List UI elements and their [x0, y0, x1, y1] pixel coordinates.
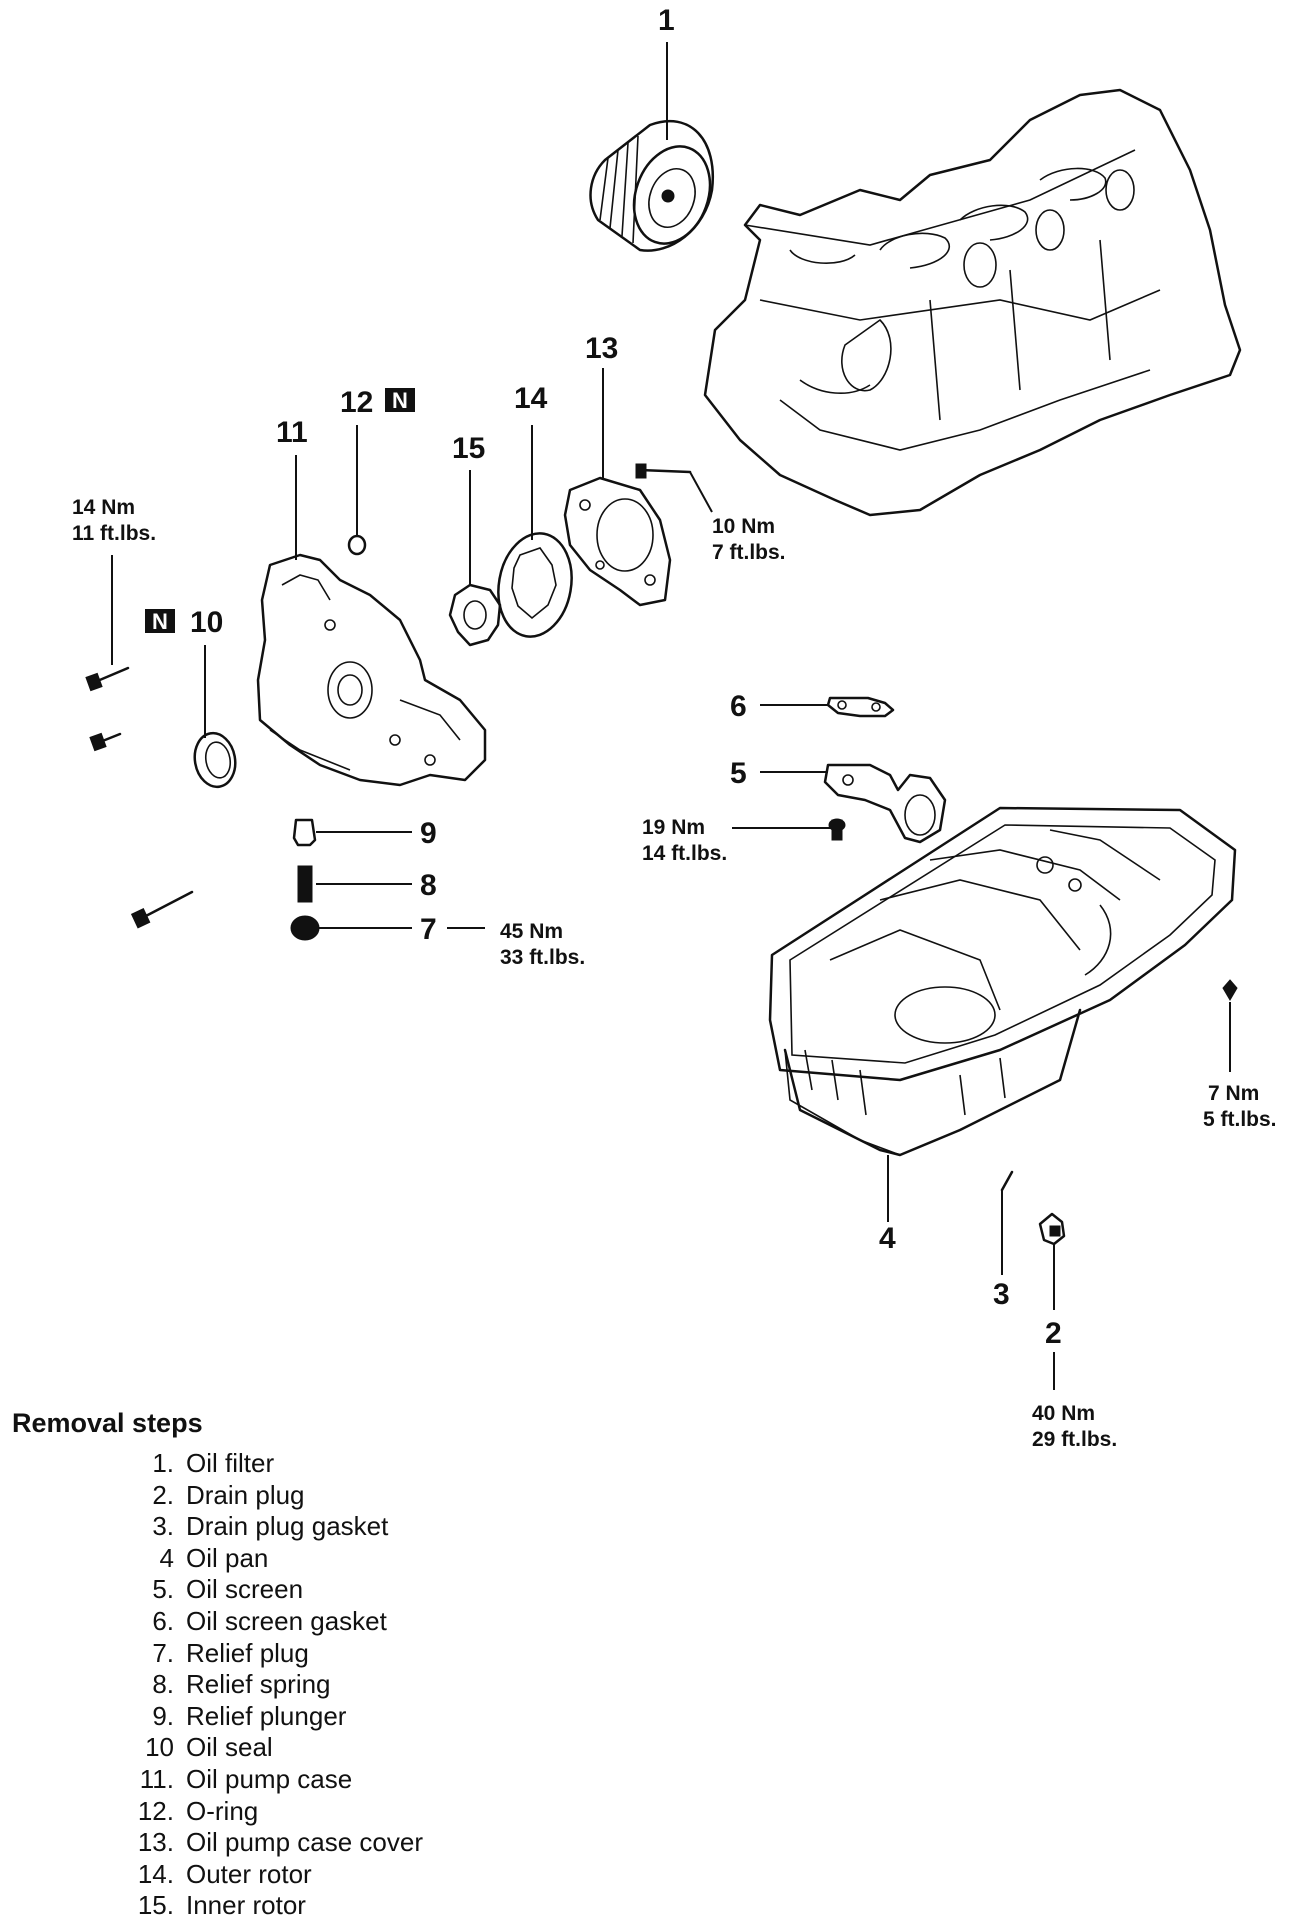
- list-item: 13.Oil pump case cover: [137, 1827, 423, 1858]
- drain-plug-drawing: [1038, 1212, 1066, 1246]
- oil-pump-case-cover-drawing: [563, 476, 672, 607]
- badge-10: N: [145, 609, 175, 634]
- oil-screen-gasket-drawing: [826, 696, 895, 718]
- callout-6: 6: [730, 690, 747, 723]
- list-item: 15.Inner rotor: [137, 1890, 306, 1921]
- callout-8: 8: [420, 869, 437, 902]
- list-item: 14.Outer rotor: [137, 1858, 312, 1889]
- engine-block-drawing: [703, 88, 1242, 517]
- oil-seal-drawing: [193, 731, 237, 789]
- torque-7ftlbs: 7 ft.lbs.: [712, 541, 786, 564]
- torque-10nm: 10 Nm: [712, 515, 775, 538]
- list-item: 11.Oil pump case: [139, 1763, 353, 1794]
- removal-steps-title: Removal steps: [12, 1408, 203, 1438]
- torque-19nm: 19 Nm: [642, 816, 705, 839]
- torque-14nm: 14 Nm: [72, 496, 135, 519]
- badge-12: N: [385, 388, 415, 413]
- oil-screen-drawing: [823, 763, 947, 844]
- list-item: 12.O-ring: [137, 1795, 259, 1826]
- callout-7: 7: [420, 913, 437, 946]
- o-ring-drawing: [347, 534, 367, 556]
- callout-13: 13: [585, 332, 618, 365]
- drain-plug-gasket-drawing: [1000, 1170, 1014, 1192]
- outer-rotor-drawing: [497, 532, 573, 638]
- callout-5: 5: [730, 757, 747, 790]
- oil-pump-case-drawing: [256, 553, 487, 787]
- torque-11ftlbs: 11 ft.lbs.: [72, 522, 156, 545]
- list-item: 7.Relief plug: [152, 1637, 309, 1668]
- callout-1: 1: [658, 4, 675, 37]
- svg-text:N: N: [392, 388, 408, 413]
- callout-10: 10: [190, 606, 223, 639]
- callout-2: 2: [1045, 1317, 1062, 1350]
- list-item: 3.Drain plug gasket: [152, 1511, 389, 1542]
- callout-11: 11: [276, 416, 308, 449]
- list-item: 2.Drain plug: [152, 1479, 305, 1510]
- torque-14ftlbs: 14 ft.lbs.: [642, 842, 727, 865]
- torque-labels: 14 Nm 11 ft.lbs. 10 Nm 7 ft.lbs. 19 Nm 1…: [72, 496, 1277, 1451]
- torque-33ftlbs: 33 ft.lbs.: [500, 946, 585, 969]
- pan-bolt-drawing: [1222, 979, 1238, 1001]
- callout-9: 9: [420, 817, 437, 850]
- inner-rotor-drawing: [448, 583, 502, 647]
- callout-3: 3: [993, 1278, 1010, 1311]
- list-item: 9.Relief plunger: [152, 1700, 347, 1731]
- torque-40nm: 40 Nm: [1032, 1402, 1095, 1425]
- cover-bolt-drawing: [635, 463, 692, 479]
- torque-29ftlbs: 29 ft.lbs.: [1032, 1428, 1117, 1451]
- list-item: 6.Oil screen gasket: [152, 1605, 387, 1636]
- list-item: 8.Relief spring: [152, 1669, 331, 1700]
- case-bolts-drawing: [85, 666, 194, 929]
- relief-parts-drawing: [290, 818, 320, 941]
- oil-filter-drawing: [589, 119, 715, 252]
- removal-steps-list: 1.Oil filter 2.Drain plug 3.Drain plug g…: [118, 1448, 423, 1922]
- torque-7nm: 7 Nm: [1208, 1082, 1259, 1105]
- torque-5ftlbs: 5 ft.lbs.: [1203, 1108, 1277, 1131]
- torque-45nm: 45 Nm: [500, 920, 563, 943]
- oil-pan-drawing: [768, 806, 1237, 1157]
- callout-4: 4: [879, 1222, 896, 1255]
- callout-labels: 1 13 14 15 12 11 10 9 8 7 6 5 4 3 2: [190, 4, 1062, 1350]
- list-item: 5.Oil screen: [152, 1574, 304, 1605]
- screen-bolt-drawing: [828, 818, 846, 841]
- svg-text:N: N: [152, 609, 168, 634]
- callout-15: 15: [452, 432, 485, 465]
- list-item: 1.Oil filter: [152, 1448, 275, 1478]
- callout-12: 12: [340, 386, 373, 419]
- leader-lines: [111, 42, 1231, 1390]
- callout-14: 14: [514, 382, 548, 415]
